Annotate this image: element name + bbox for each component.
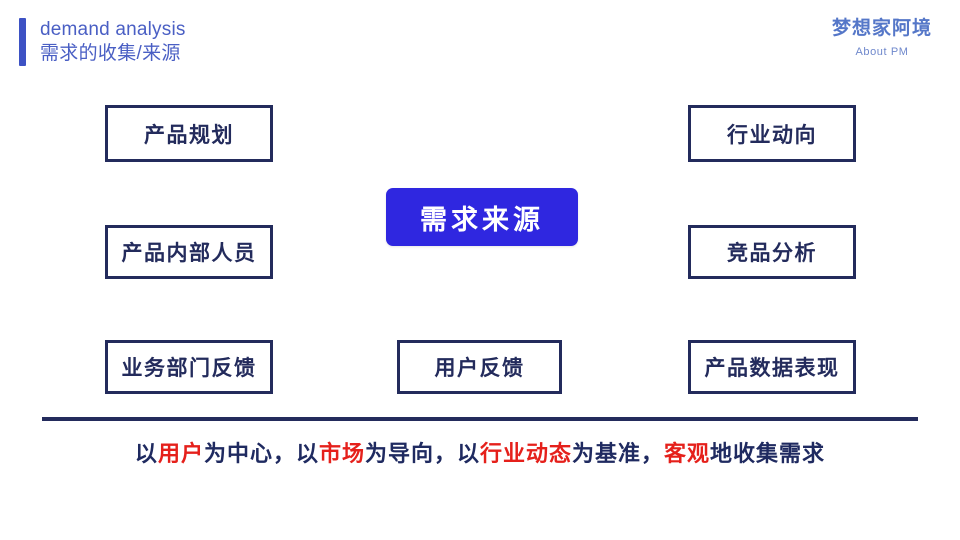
statement-text: 为导向，以 <box>364 441 480 466</box>
diagram-node-user-feedback[interactable]: 用户反馈 <box>397 340 562 394</box>
summary-statement: 以用户为中心，以市场为导向，以行业动态为基准，客观地收集需求 <box>0 436 960 468</box>
diagram-node-industry-trends[interactable]: 行业动向 <box>688 105 856 162</box>
slide-header: demand analysis 需求的收集/来源 <box>19 18 186 67</box>
diagram-node-business-dept-feedback[interactable]: 业务部门反馈 <box>105 340 273 394</box>
diagram-node-product-internal-staff[interactable]: 产品内部人员 <box>105 225 273 279</box>
logo-brand-en: About PM <box>855 45 909 58</box>
diagram-node-product-data-performance[interactable]: 产品数据表现 <box>688 340 856 394</box>
statement-highlight: 客观 <box>664 441 711 466</box>
page-title-en: demand analysis <box>40 19 186 40</box>
brand-logo: 梦想家阿境 About PM <box>832 18 932 58</box>
statement-text: 为中心，以 <box>203 441 319 466</box>
diagram-node-product-planning[interactable]: 产品规划 <box>105 105 273 162</box>
statement-highlight: 用户 <box>157 441 204 466</box>
diagram-node-competitor-analysis[interactable]: 竞品分析 <box>688 225 856 279</box>
statement-text: 为基准， <box>572 441 665 466</box>
page-title-cn: 需求的收集/来源 <box>40 42 181 64</box>
logo-brand-cn: 梦想家阿境 <box>831 18 932 39</box>
statement-highlight: 市场 <box>318 441 365 466</box>
statement-text: 地收集需求 <box>710 441 826 466</box>
statement-highlight: 行业动态 <box>480 441 573 466</box>
header-accent-bar <box>19 18 26 67</box>
section-divider <box>42 417 918 421</box>
diagram-node-center-demand-source[interactable]: 需求来源 <box>386 188 578 246</box>
statement-text: 以 <box>134 441 158 466</box>
header-text-group: demand analysis 需求的收集/来源 <box>40 18 186 66</box>
